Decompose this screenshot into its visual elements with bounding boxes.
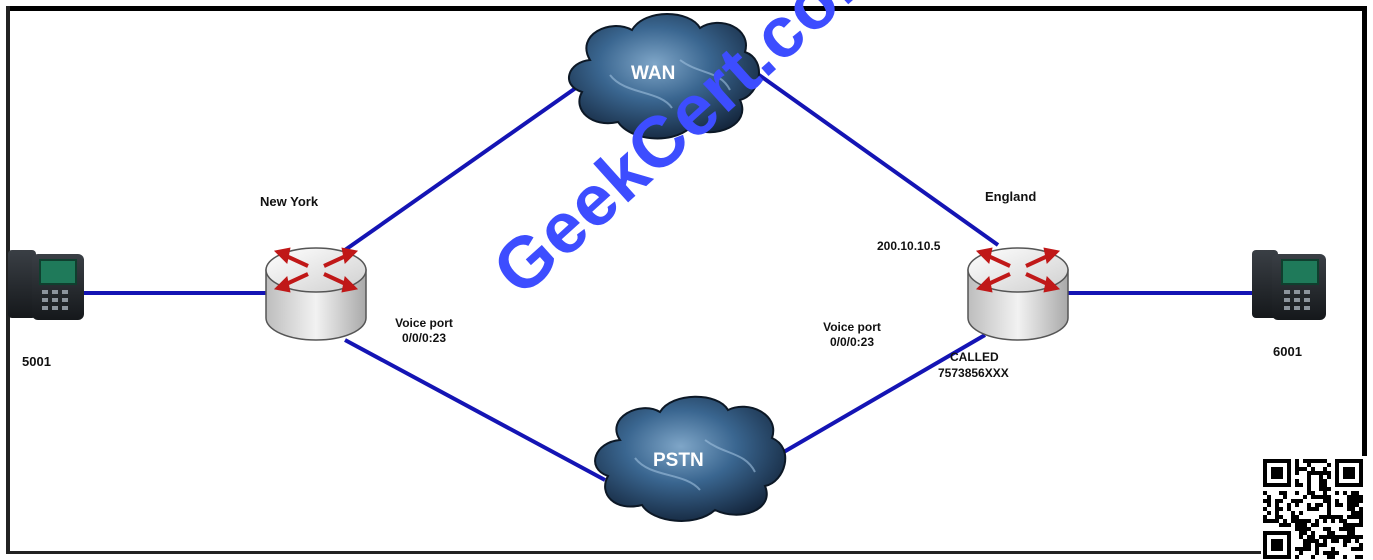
border-bottom [6,551,1261,554]
phone-left-number: 5001 [22,354,51,369]
link-pstn-england [768,333,987,462]
england-voice-port-title: Voice port [823,320,881,334]
new-york-label: New York [260,194,319,209]
ip-phone-right-icon [1252,250,1326,320]
link-wan-england [743,63,1000,247]
wan-cloud [568,13,760,140]
border-top [6,6,1367,11]
link-newyork-wan [343,83,582,252]
called-number: 7573856XXX [938,366,1009,380]
new-york-voice-port: 0/0/0:23 [401,331,447,345]
qr-code-icon [1263,459,1363,559]
new-york-voice-port-title: Voice port [395,316,453,330]
wan-label: WAN [631,63,676,84]
pstn-label: PSTN [653,450,704,471]
link-newyork-pstn [344,338,606,482]
england-ip-label: 200.10.10.5 [877,239,941,253]
phone-right-number: 6001 [1273,344,1302,359]
links [82,63,1262,482]
england-label: England [985,189,1037,204]
router-new-york [265,247,367,341]
england-voice-port: 0/0/0:23 [829,335,875,349]
ip-phone-left-icon [8,250,84,320]
pstn-cloud [594,395,787,522]
border-right [1362,6,1367,456]
router-england [967,247,1069,341]
called-label: CALLED [950,350,999,364]
